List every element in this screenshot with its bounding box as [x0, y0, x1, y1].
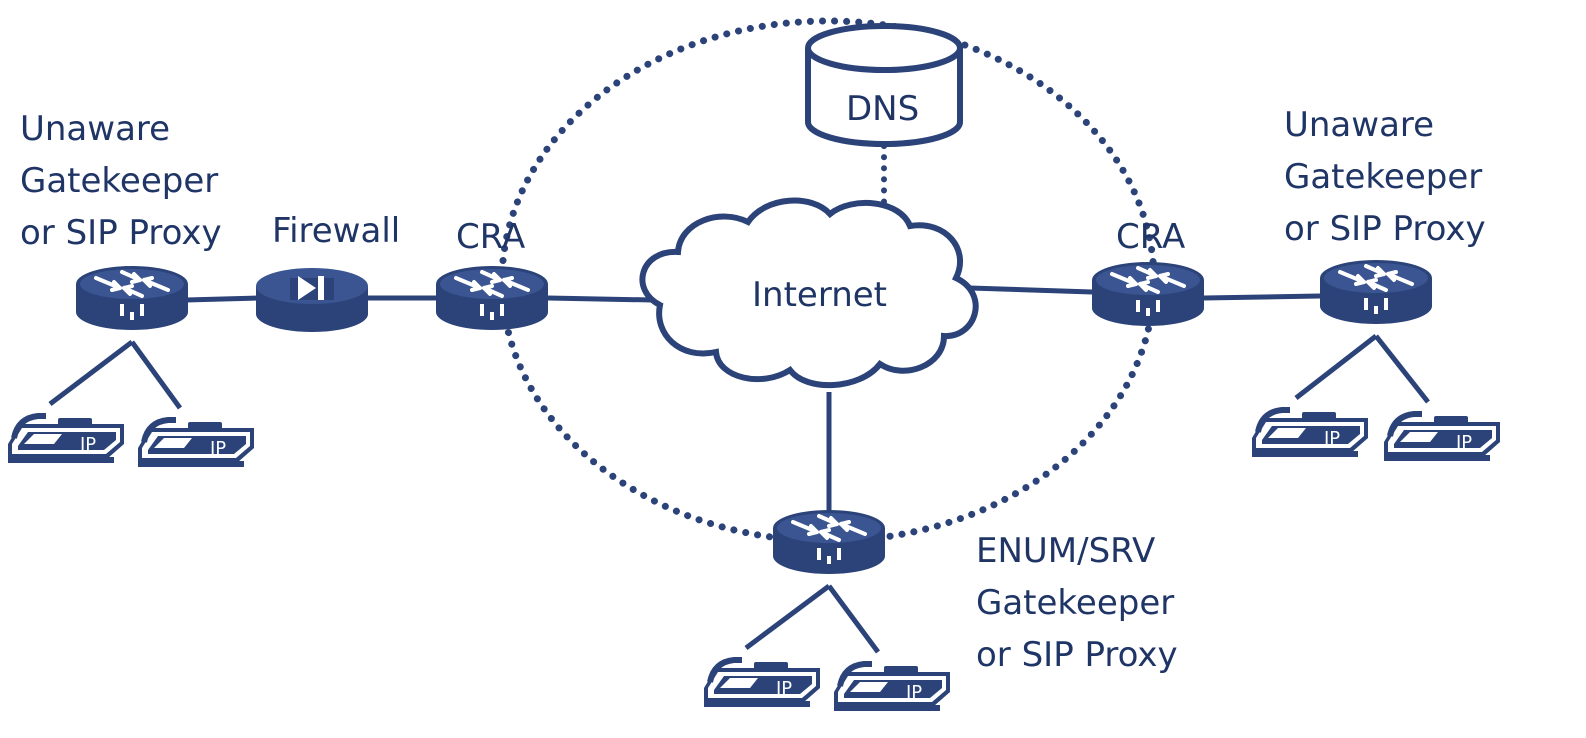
- left-gatekeeper-label-line3: or SIP Proxy: [20, 213, 222, 253]
- enum-gatekeeper-label-line1: ENUM/SRV: [976, 531, 1155, 571]
- phone-ip-text: IP: [1456, 432, 1472, 453]
- phone-links: [48, 334, 1430, 654]
- ip-phone-icon: IP: [138, 420, 254, 464]
- phone-ip-text: IP: [906, 682, 922, 703]
- left-gatekeeper-label-line2: Gatekeeper: [20, 161, 218, 201]
- phone-ip-text: IP: [1324, 428, 1340, 449]
- cra-right-label: CRA: [1116, 217, 1185, 257]
- left-gatekeeper-router-icon: [74, 264, 190, 332]
- ip-phone-icon: IP: [704, 660, 820, 704]
- phone-ip-text: IP: [80, 434, 96, 455]
- ip-phone-icon: IP: [8, 416, 124, 460]
- ip-phone-icon: IP: [1252, 410, 1368, 454]
- dns-label: DNS: [846, 89, 919, 129]
- right-gatekeeper-router-icon: [1318, 258, 1434, 326]
- left-cra-router-icon: [434, 264, 550, 332]
- ip-phone-icon: IP: [1384, 414, 1500, 458]
- firewall-icon: [256, 268, 368, 332]
- network-links: [185, 285, 1321, 512]
- right-cra-router-icon: [1090, 260, 1206, 328]
- dns-database-icon: [805, 23, 963, 147]
- cra-left-label: CRA: [456, 217, 525, 257]
- right-gatekeeper-label-line2: Gatekeeper: [1284, 157, 1482, 197]
- enum-gatekeeper-router-icon: [771, 508, 887, 576]
- left-gatekeeper-label-line1: Unaware: [20, 109, 170, 149]
- internet-label: Internet: [752, 275, 887, 315]
- ip-phone-icon: IP: [834, 664, 950, 708]
- phone-ip-text: IP: [776, 678, 792, 699]
- enum-gatekeeper-label-line3: or SIP Proxy: [976, 635, 1178, 675]
- firewall-label: Firewall: [272, 211, 400, 251]
- right-gatekeeper-label-line3: or SIP Proxy: [1284, 209, 1486, 249]
- right-gatekeeper-label-line1: Unaware: [1284, 105, 1434, 145]
- enum-gatekeeper-label-line2: Gatekeeper: [976, 583, 1174, 623]
- internet-cloud-icon: [639, 197, 979, 389]
- phone-ip-text: IP: [210, 438, 226, 459]
